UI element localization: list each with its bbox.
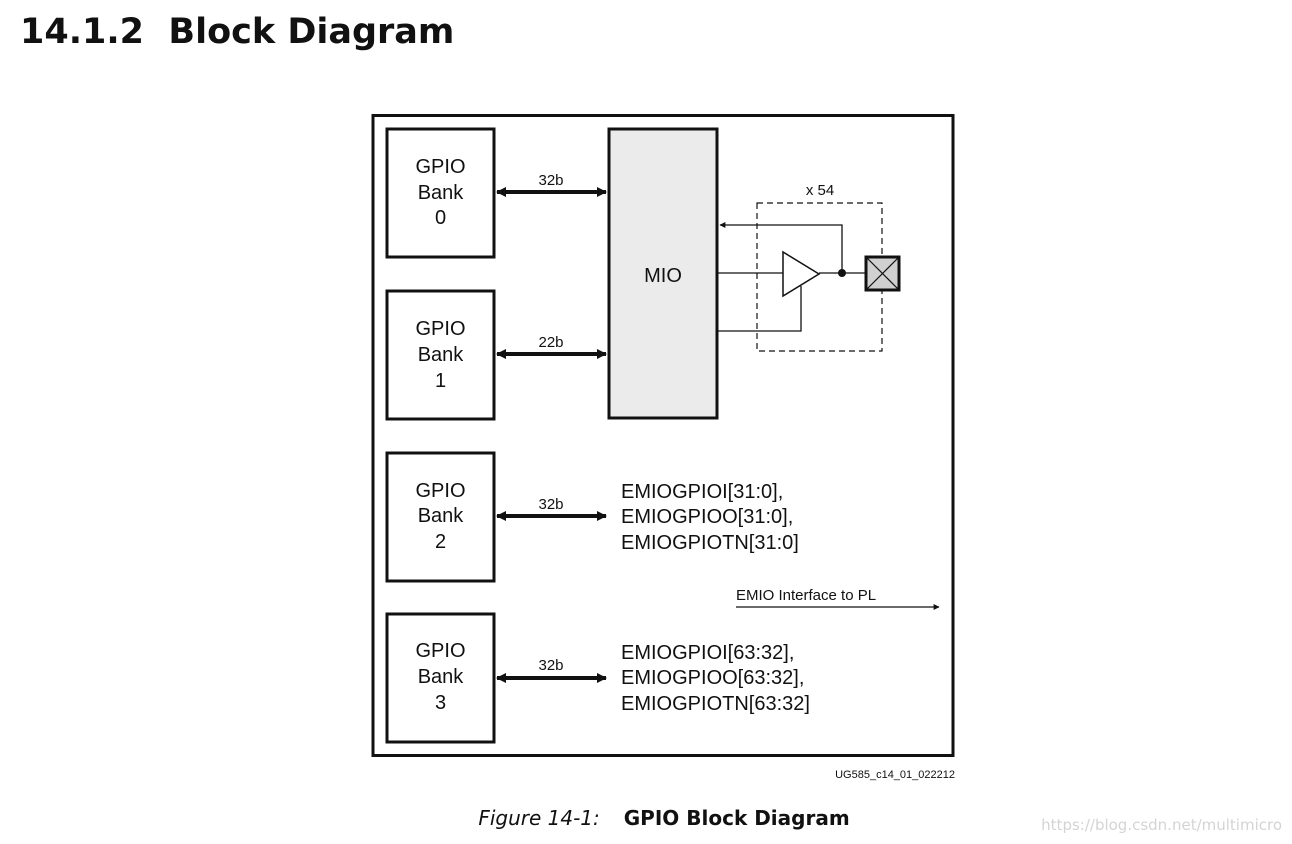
emio-bank-3-signal-3: EMIOGPIOTN[63:32] xyxy=(621,693,810,715)
gpio-bank-1: GPIO Bank 1 xyxy=(385,289,496,421)
gpio-bank-2-line-3: 2 xyxy=(435,531,446,553)
io-buffer-group: x 54 xyxy=(717,182,901,352)
io-multiplier-label: x 54 xyxy=(806,182,834,199)
bus-width-bank-3: 32b xyxy=(538,657,563,674)
gpio-bank-0-line-2: Bank xyxy=(418,182,465,204)
gpio-bank-2-line-1: GPIO xyxy=(415,480,465,502)
mio-label: MIO xyxy=(644,265,682,287)
emio-bank-2-signal-3: EMIOGPIOTN[31:0] xyxy=(621,532,799,554)
emio-bank-2-signal-1: EMIOGPIOI[31:0], xyxy=(621,481,783,503)
gpio-bank-3-line-1: GPIO xyxy=(415,640,465,662)
figure-caption: Figure 14-1: GPIO Block Diagram xyxy=(0,806,1292,830)
gpio-bank-1-line-3: 1 xyxy=(435,370,446,392)
gpio-bank-1-line-2: Bank xyxy=(418,344,465,366)
gpio-bank-3: GPIO Bank 3 xyxy=(385,612,496,744)
bus-width-bank-2: 32b xyxy=(538,496,563,513)
gpio-bank-3-line-3: 3 xyxy=(435,692,446,714)
io-pad xyxy=(864,255,901,292)
gpio-bank-3-line-2: Bank xyxy=(418,666,465,688)
section-heading: 14.1.2 Block Diagram xyxy=(20,12,454,52)
gpio-bank-0: GPIO Bank 0 xyxy=(385,127,496,259)
gpio-bank-0-line-3: 0 xyxy=(435,207,446,229)
gpio-bank-1-line-1: GPIO xyxy=(415,318,465,340)
junction-dot xyxy=(838,269,846,277)
figure-caption-label: Figure 14-1: xyxy=(478,806,600,830)
gpio-bank-2-line-2: Bank xyxy=(418,505,465,527)
output-buffer-triangle xyxy=(782,250,821,298)
emio-interface-label: EMIO Interface to PL xyxy=(736,587,876,604)
gpio-bank-2: GPIO Bank 2 xyxy=(385,451,496,583)
section-number: 14.1.2 xyxy=(20,12,145,52)
watermark: https://blog.csdn.net/multimicro xyxy=(1041,816,1282,834)
gpio-bank-0-line-1: GPIO xyxy=(415,156,465,178)
emio-bank-3-signal-2: EMIOGPIOO[63:32], xyxy=(621,667,804,689)
tristate-enable-line xyxy=(717,286,802,332)
emio-bank-2-signal-2: EMIOGPIOO[31:0], xyxy=(621,506,793,528)
figure-caption-title: GPIO Block Diagram xyxy=(623,806,850,830)
input-signal-line xyxy=(719,222,843,273)
mio-block: MIO xyxy=(607,127,719,420)
bus-width-bank-1: 22b xyxy=(538,334,563,351)
io-buffer-dashed-region xyxy=(756,202,883,352)
emio-bank-3-signal-1: EMIOGPIOI[63:32], xyxy=(621,642,794,664)
section-title: Block Diagram xyxy=(168,12,455,52)
ps-outer-frame xyxy=(371,114,955,757)
figure-id: UG585_c14_01_022212 xyxy=(835,769,955,781)
bus-width-bank-0: 32b xyxy=(538,172,563,189)
